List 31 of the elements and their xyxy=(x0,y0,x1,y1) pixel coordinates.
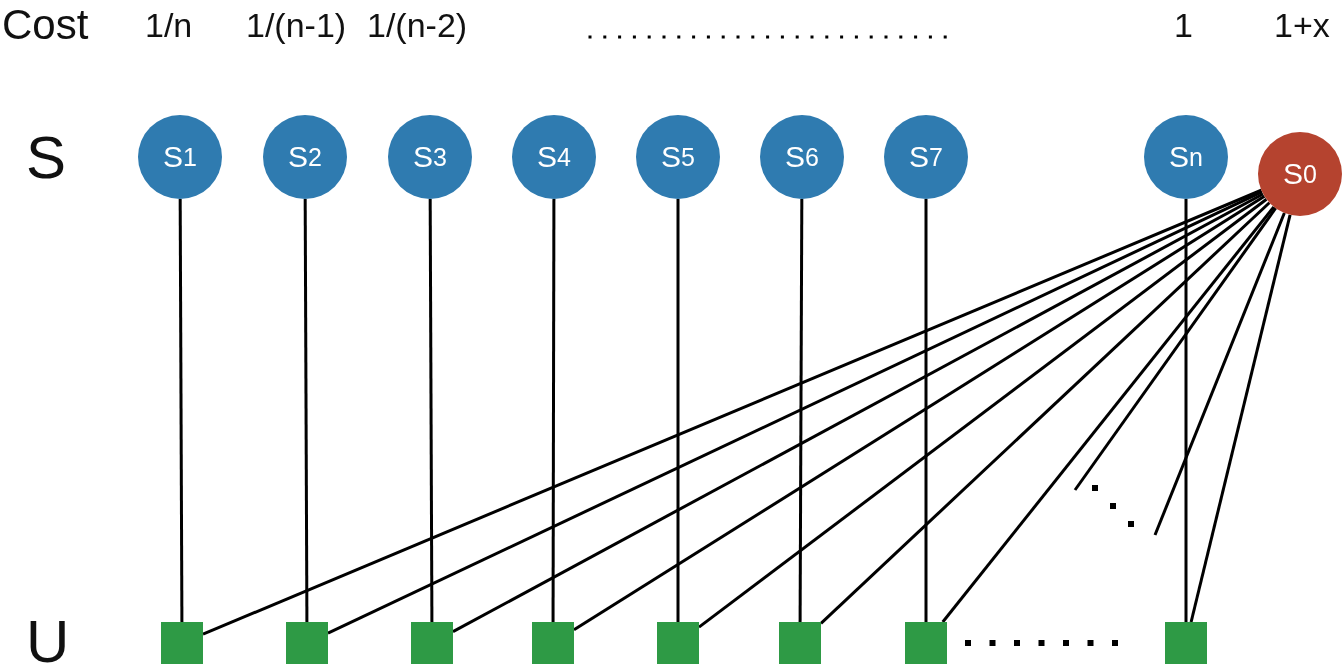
connector-line xyxy=(698,198,1268,629)
connector-line xyxy=(798,199,804,622)
cost-value: 1 xyxy=(1174,8,1193,42)
element-square xyxy=(1165,622,1207,664)
element-square xyxy=(161,622,203,664)
row-label: Cost xyxy=(2,4,89,46)
connector-line xyxy=(551,199,556,622)
connector-line xyxy=(1153,212,1286,536)
element-square xyxy=(779,622,821,664)
cost-value: 1+x xyxy=(1274,8,1330,42)
connector-line xyxy=(819,201,1271,625)
connector-line xyxy=(676,199,680,622)
element-square xyxy=(905,622,947,664)
connector-line xyxy=(1184,199,1188,622)
element-square xyxy=(411,622,453,664)
connector-line xyxy=(303,199,309,622)
cost-value: 1/(n-1) xyxy=(246,8,347,42)
row-label: S xyxy=(26,128,67,188)
element-square xyxy=(286,622,328,664)
element-square xyxy=(657,622,699,664)
connector-line xyxy=(1189,214,1292,623)
connector-line xyxy=(428,199,434,622)
connector-line xyxy=(1073,207,1277,491)
connector-line xyxy=(924,199,928,622)
row-label: U xyxy=(26,612,70,667)
cost-value: 1/n xyxy=(145,8,193,42)
connector-line xyxy=(941,205,1275,623)
cost-value: 1/(n-2) xyxy=(367,8,468,42)
connector-line xyxy=(178,199,184,622)
element-square xyxy=(532,622,574,664)
connector-line xyxy=(573,195,1266,632)
